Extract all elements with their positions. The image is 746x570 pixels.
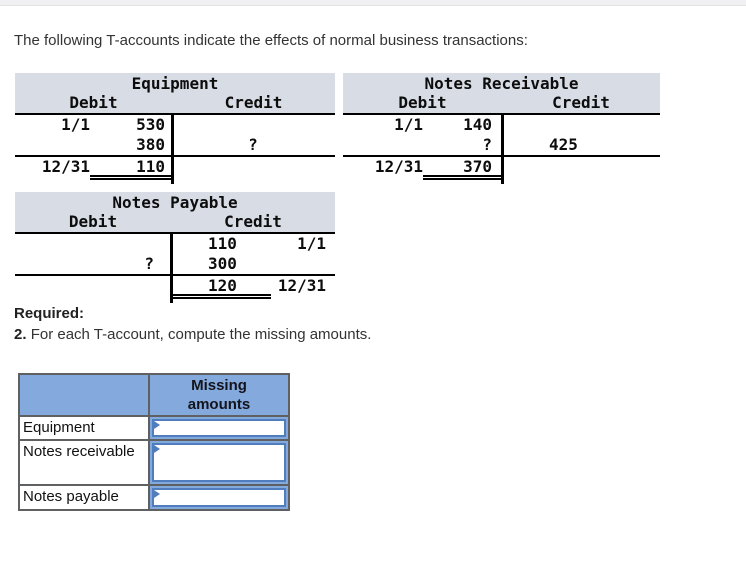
row-label-notes-receivable: Notes receivable: [20, 441, 148, 484]
credit-date-cell: 1/1: [297, 234, 326, 253]
value-cell-notes-receivable: [148, 441, 288, 484]
missing-amounts-header-cell: Missing amounts: [148, 375, 288, 415]
value-cell-equipment: [148, 417, 288, 439]
taccount-balance-row: 12/31 370: [343, 157, 660, 180]
balance-rule: [15, 155, 335, 157]
balance-amount-cell: 120: [170, 276, 271, 299]
credit-amount-cell: [501, 115, 660, 135]
intro-text: The following T-accounts indicate the ef…: [14, 32, 528, 49]
taccount-divider: [501, 115, 504, 184]
taccount-balance-row: 12/31 110: [15, 157, 335, 180]
balance-date-cell: 12/31: [374, 157, 423, 176]
debit-amount-cell: 530: [136, 115, 165, 134]
taccount-row: 110 1/1: [15, 234, 335, 254]
debit-column-label: Debit: [69, 93, 118, 112]
taccount-equipment: Equipment Debit Credit 1/1 530 380 ? 12/…: [15, 73, 335, 184]
missing-amount-placeholder: ?: [482, 135, 492, 154]
taccount-subheader: Debit Credit: [343, 93, 660, 112]
credit-amount-cell: 425: [549, 135, 578, 154]
table-row-notes-receivable: Notes receivable: [20, 439, 288, 484]
required-item-number: 2.: [14, 326, 27, 343]
credit-amount-cell: [171, 157, 335, 177]
credit-amount-cell: [171, 115, 335, 135]
credit-amount-cell: 300: [208, 254, 237, 273]
required-heading: Required:: [14, 305, 85, 322]
taccount-row: 380 ?: [15, 135, 335, 155]
taccount-body: 1/1 530 380 ? 12/31 110: [15, 113, 335, 184]
taccount-row: ? 300: [15, 254, 335, 274]
required-item-text: For each T-account, compute the missing …: [30, 326, 372, 343]
debit-amount-cell: 140: [463, 115, 492, 134]
missing-amount-input-equipment[interactable]: [152, 419, 286, 437]
debit-column-label: Debit: [68, 212, 118, 231]
debit-date-cell: [15, 135, 90, 155]
debit-amount-cell: [15, 234, 170, 254]
row-label-equipment: Equipment: [20, 417, 148, 439]
balance-rule: [15, 274, 335, 276]
missing-amounts-header-label: Missing amounts: [187, 377, 251, 413]
table-corner-cell: [20, 375, 148, 415]
table-row-equipment: Equipment: [20, 415, 288, 439]
taccount-notes-payable-header: Notes Payable Debit Credit: [15, 192, 335, 232]
missing-amounts-table: Missing amounts Equipment Notes receivab…: [18, 373, 290, 511]
credit-amount-cell: [501, 157, 660, 177]
debit-amount-cell: [15, 276, 170, 296]
taccount-divider: [171, 115, 174, 184]
balance-amount-cell: 370: [423, 157, 501, 180]
taccount-notes-receivable-header: Notes Receivable Debit Credit: [343, 73, 660, 113]
balance-date-cell: 12/31: [41, 157, 90, 176]
debit-date-cell: [343, 135, 423, 155]
credit-date-cell: [271, 254, 335, 274]
debit-date-cell: 1/1: [61, 115, 90, 134]
missing-amount-placeholder: ?: [144, 254, 154, 273]
taccount-notes-receivable: Notes Receivable Debit Credit 1/1 140 ? …: [343, 73, 660, 184]
taccount-row: 1/1 530: [15, 115, 335, 135]
taccount-notes-payable: Notes Payable Debit Credit 110 1/1 ? 300…: [15, 192, 335, 303]
taccount-title: Notes Receivable: [424, 74, 579, 93]
taccount-equipment-header: Equipment Debit Credit: [15, 73, 335, 113]
input-corner-flag-icon: [154, 445, 160, 453]
taccount-row: ? 425: [343, 135, 660, 155]
missing-amount-input-notes-payable[interactable]: [152, 488, 286, 507]
taccount-body: 110 1/1 ? 300 120 12/31: [15, 232, 335, 303]
balance-date-cell: 12/31: [277, 276, 326, 295]
taccount-row: 1/1 140: [343, 115, 660, 135]
taccount-subheader: Debit Credit: [15, 93, 335, 112]
debit-column-label: Debit: [398, 93, 447, 112]
credit-column-label: Credit: [224, 212, 282, 231]
value-cell-notes-payable: [148, 486, 288, 509]
input-corner-flag-icon: [154, 490, 160, 498]
taccount-title: Equipment: [131, 74, 219, 93]
credit-column-label: Credit: [552, 93, 610, 112]
debit-date-cell: 1/1: [394, 115, 423, 134]
table-row-notes-payable: Notes payable: [20, 484, 288, 509]
top-strip: [0, 0, 746, 6]
missing-amount-input-notes-receivable[interactable]: [152, 443, 286, 482]
taccount-subheader: Debit Credit: [15, 212, 335, 231]
table-header-row: Missing amounts: [20, 375, 288, 415]
debit-amount-cell: 380: [136, 135, 165, 154]
missing-amount-placeholder: ?: [248, 135, 258, 154]
taccount-title: Notes Payable: [112, 193, 238, 212]
taccount-balance-row: 120 12/31: [15, 276, 335, 299]
credit-amount-cell: 110: [208, 234, 237, 253]
required-item: 2. For each T-account, compute the missi…: [14, 326, 371, 343]
input-corner-flag-icon: [154, 421, 160, 429]
balance-amount-cell: 110: [90, 157, 171, 180]
taccount-divider: [170, 234, 173, 303]
credit-column-label: Credit: [224, 93, 283, 112]
taccount-body: 1/1 140 ? 425 12/31 370: [343, 113, 660, 184]
row-label-notes-payable: Notes payable: [20, 486, 148, 509]
